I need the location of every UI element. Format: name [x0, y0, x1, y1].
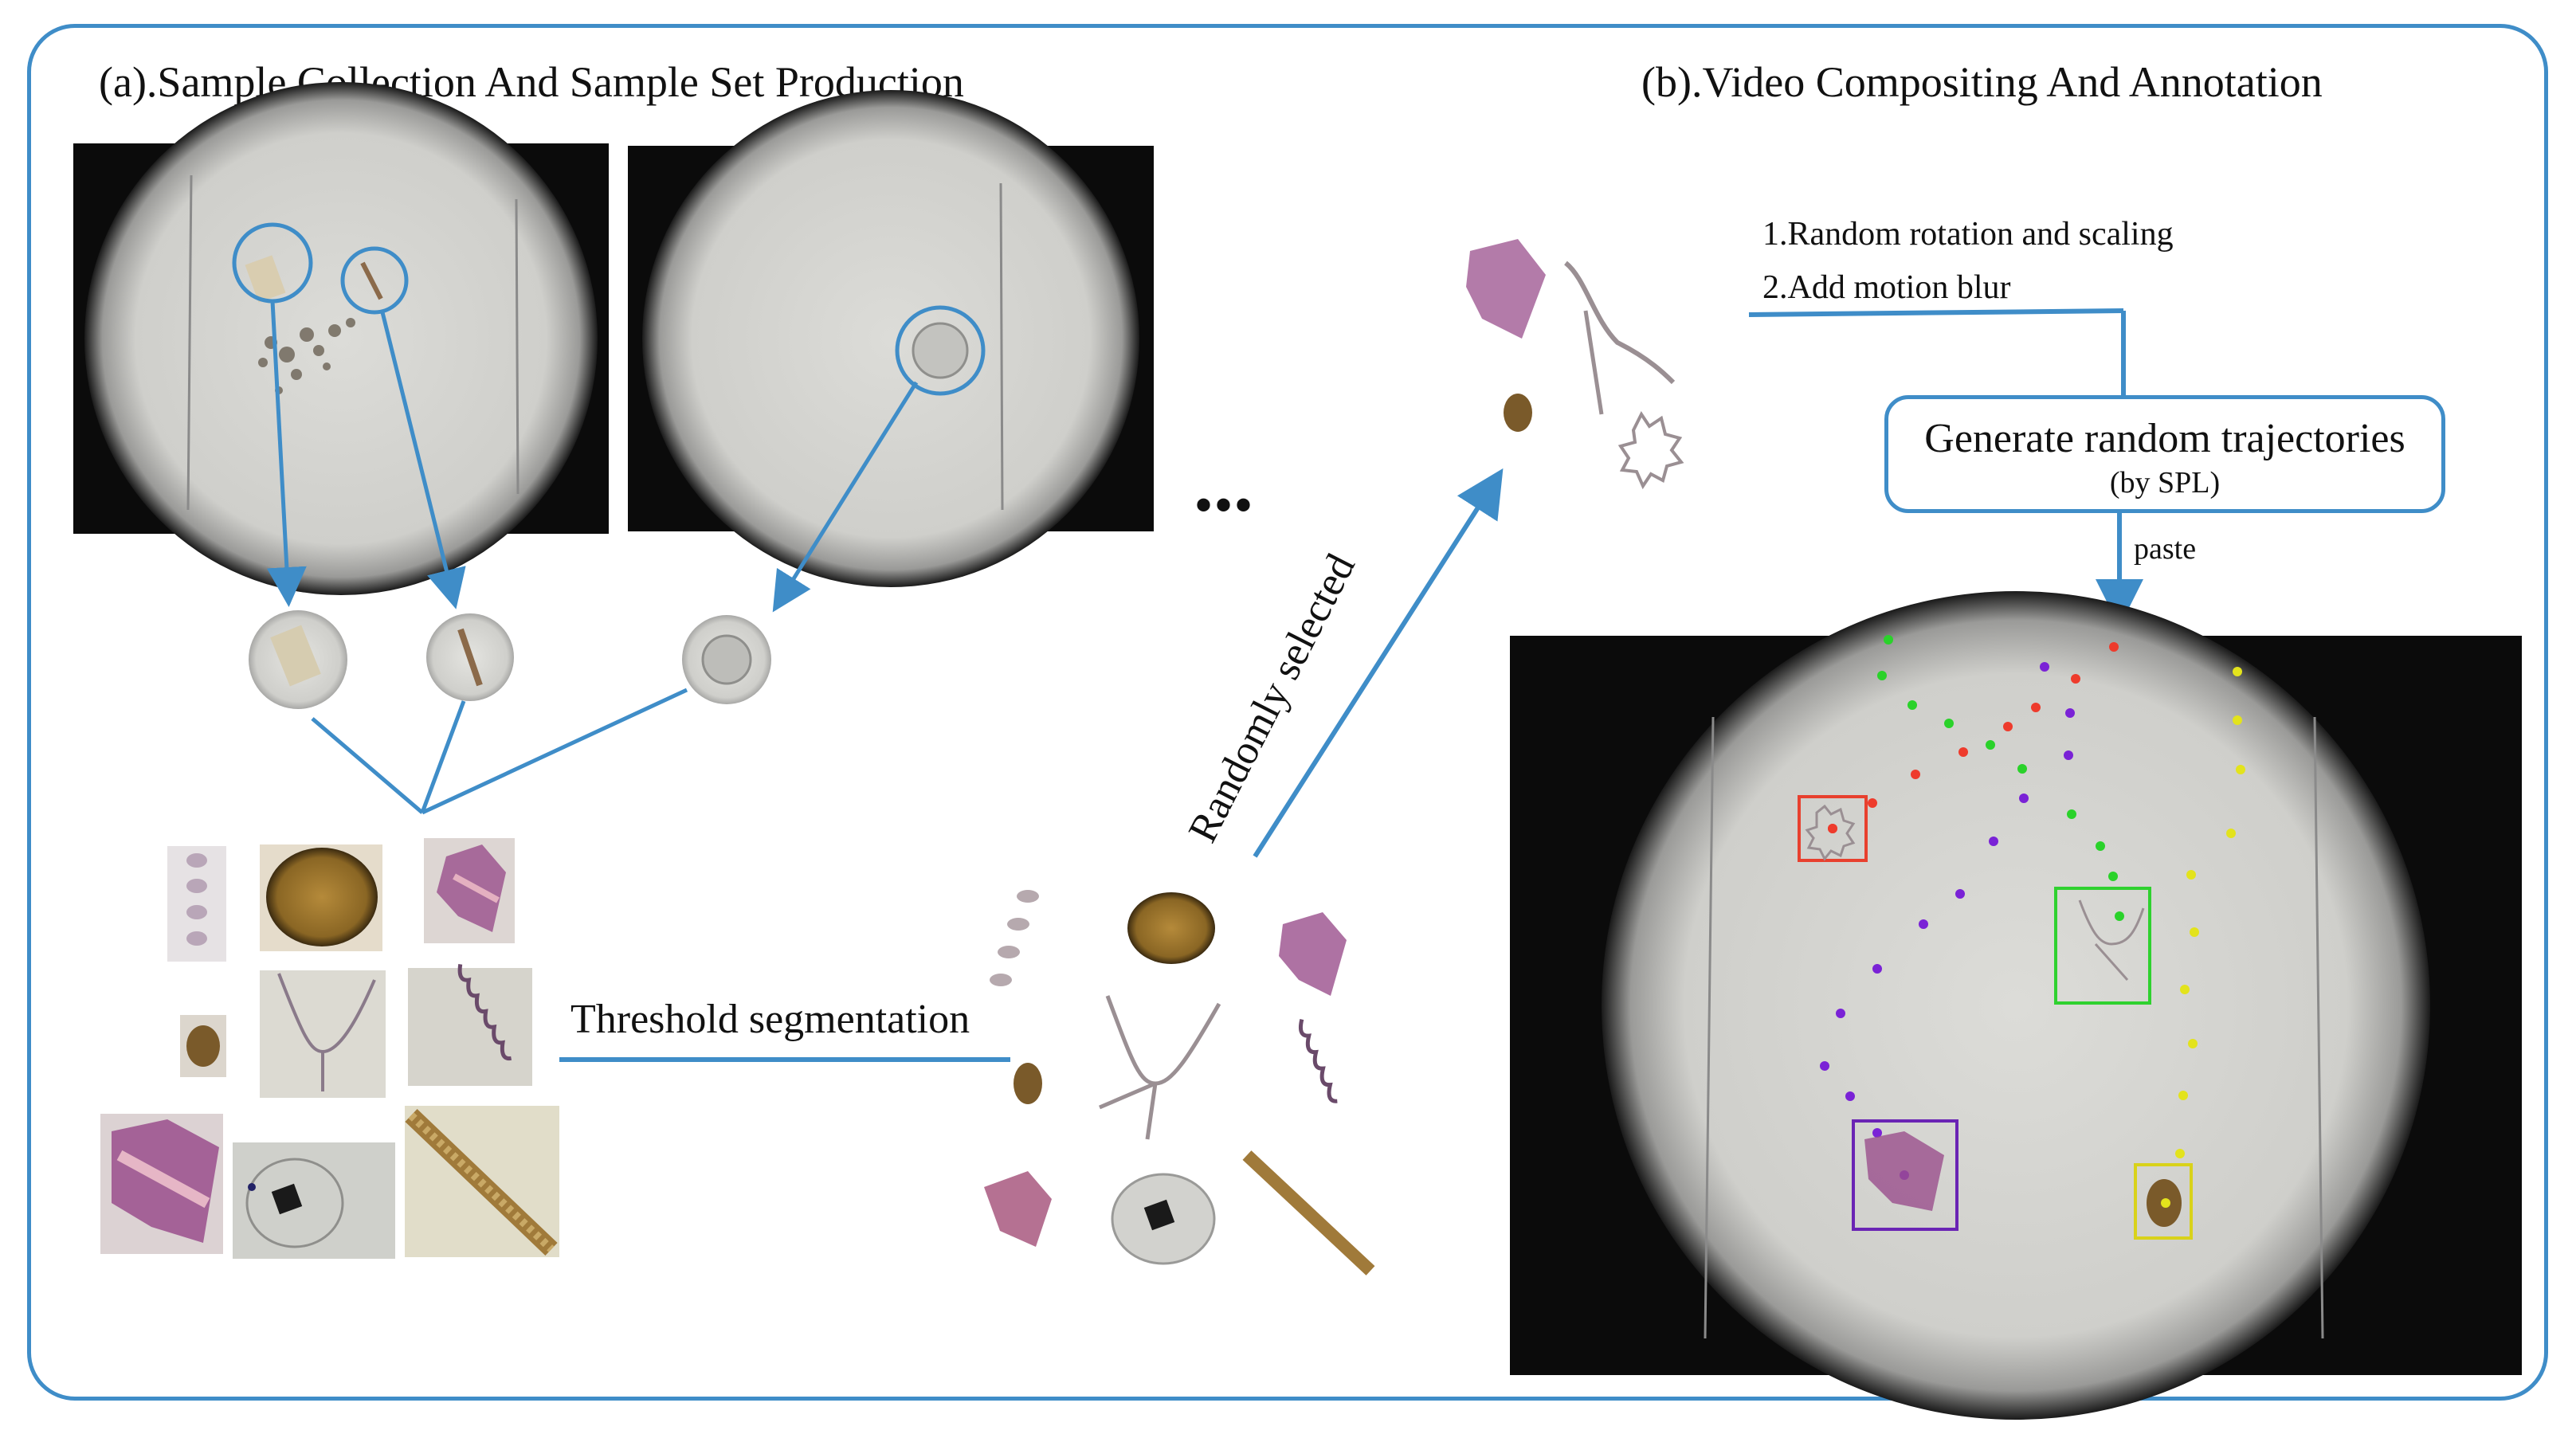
- step-motion-blur: 2.Add motion blur: [1762, 269, 2011, 306]
- selected-samples: [1466, 239, 1684, 490]
- arrow-icon: [266, 300, 307, 607]
- composited-frame: [1510, 591, 2522, 1420]
- arrow-icon: [380, 312, 466, 609]
- sample-thumbnails: [249, 610, 771, 709]
- sample-set-tiles: [100, 838, 559, 1259]
- microscope-image-1: [73, 82, 609, 595]
- outer-frame: [27, 24, 2548, 1401]
- arrow-icon: [772, 381, 919, 613]
- microscope-image-2: [628, 90, 1154, 587]
- trajectory-box-subtitle: (by SPL): [2109, 466, 2221, 500]
- ellipsis-indicator: •••: [1195, 479, 1256, 531]
- paste-label: paste: [2134, 532, 2197, 566]
- threshold-segmentation-label: Threshold segmentation: [570, 997, 970, 1042]
- step-rotation-scaling: 1.Random rotation and scaling: [1762, 216, 2174, 253]
- circle-highlight-icon: [895, 305, 986, 396]
- segmented-samples: [984, 890, 1375, 1275]
- circle-highlight-icon: [340, 246, 409, 315]
- trajectory-box-title: Generate random trajectories: [1924, 416, 2405, 461]
- panel-b-title: (b).Video Compositing And Annotation: [1641, 58, 2323, 106]
- panel-a-title: (a).Sample Collection And Sample Set Pro…: [99, 58, 964, 106]
- arrow-icon: [1253, 468, 1504, 858]
- trajectory-box: Generate random trajectories (by SPL): [1884, 395, 2445, 513]
